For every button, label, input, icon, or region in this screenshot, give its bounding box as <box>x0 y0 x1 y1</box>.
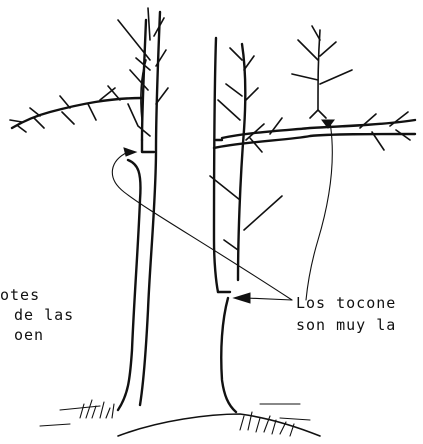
pointer-lines <box>112 122 332 300</box>
main-trunk <box>118 12 160 410</box>
left-caption-line-3: oen <box>14 326 44 344</box>
left-branch <box>10 86 150 136</box>
right-shoot <box>292 26 352 118</box>
ground <box>40 400 320 436</box>
middle-shoots <box>210 44 282 280</box>
left-caption-line-1: otes <box>0 286 40 304</box>
left-caption-line-2: de las <box>14 306 74 324</box>
right-caption-line-1: Los tocone <box>296 294 396 312</box>
right-caption-line-2: son muy la <box>296 316 396 334</box>
